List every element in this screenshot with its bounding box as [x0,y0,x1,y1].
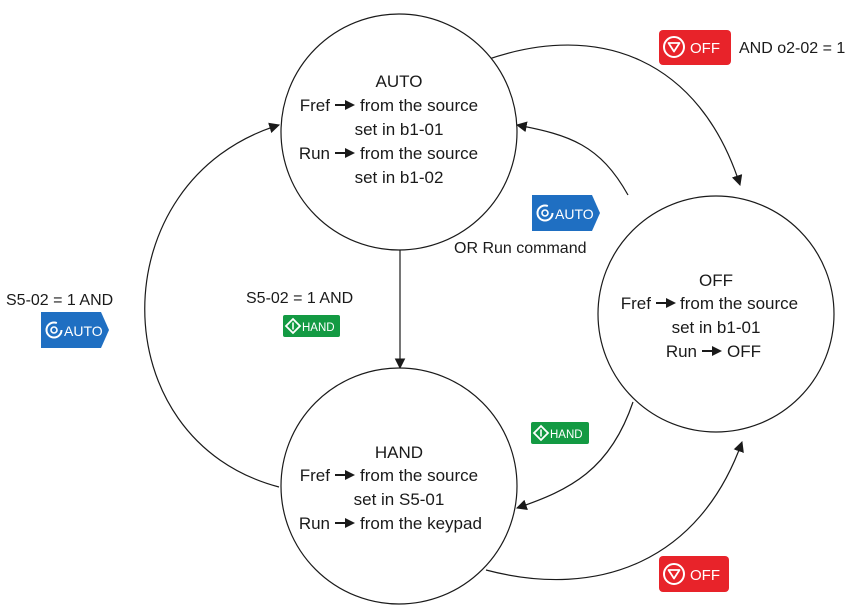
off-to-auto-condition: OR Run command [454,240,587,257]
stop-triangle-icon [663,563,685,585]
hand-to-auto-condition: S5-02 = 1 AND [6,292,113,309]
hand-button-label: HAND [550,429,583,441]
off-to-auto-arrow [515,121,629,196]
auto-swirl-icon [45,321,63,339]
off-state: OFF Fref from the source set in b1-01 Ru… [597,195,835,433]
auto-button-center: AUTO [532,195,600,231]
auto-button-label: AUTO [64,323,103,339]
off-button-label: OFF [690,40,720,57]
hand-diamond-icon [284,317,302,335]
auto-to-off-arrow [485,44,743,187]
off-button-label: OFF [690,567,720,584]
off-fref-label: Fref [621,294,652,313]
auto-fref-value: from the source [360,96,478,115]
off-button-bottom: OFF [659,556,729,592]
auto-swirl-icon [536,204,554,222]
auto-button-left: AUTO [41,312,109,348]
hand-state-title: HAND [375,443,423,462]
off-state-title: OFF [699,271,733,290]
stop-triangle-icon [663,36,685,58]
hand-button-right: HAND [531,422,589,444]
hand-fref-param: set in S5-01 [354,490,445,509]
hand-button-label: HAND [302,322,335,334]
auto-run-value: from the source [360,144,478,163]
hand-fref-label: Fref [300,466,331,485]
hand-to-auto-arrow [144,122,281,488]
off-button-top: OFF [659,30,731,65]
auto-button-label: AUTO [555,206,594,222]
hand-to-off-arrow [485,440,744,581]
hand-run-value: from the keypad [360,514,482,533]
auto-to-hand-condition: S5-02 = 1 AND [246,290,353,307]
off-fref-value: from the source [680,294,798,313]
off-fref-param: set in b1-01 [672,318,761,337]
auto-fref-param: set in b1-01 [355,120,444,139]
hand-button-center: HAND [283,315,340,337]
hand-run-label: Run [299,514,330,533]
auto-fref-label: Fref [300,96,331,115]
hand-fref-value: from the source [360,466,478,485]
off-run-value: OFF [727,342,761,361]
auto-run-param: set in b1-02 [355,168,444,187]
hand-state: HAND Fref from the source set in S5-01 R… [280,367,518,605]
hand-diamond-icon [532,424,550,442]
auto-state: AUTO Fref from the source set in b1-01 R… [280,13,518,251]
off-run-label: Run [666,342,697,361]
auto-run-label: Run [299,144,330,163]
off-to-hand-arrow [515,401,634,510]
auto-to-off-condition: AND o2-02 = 1 [739,40,845,57]
auto-state-title: AUTO [376,72,423,91]
